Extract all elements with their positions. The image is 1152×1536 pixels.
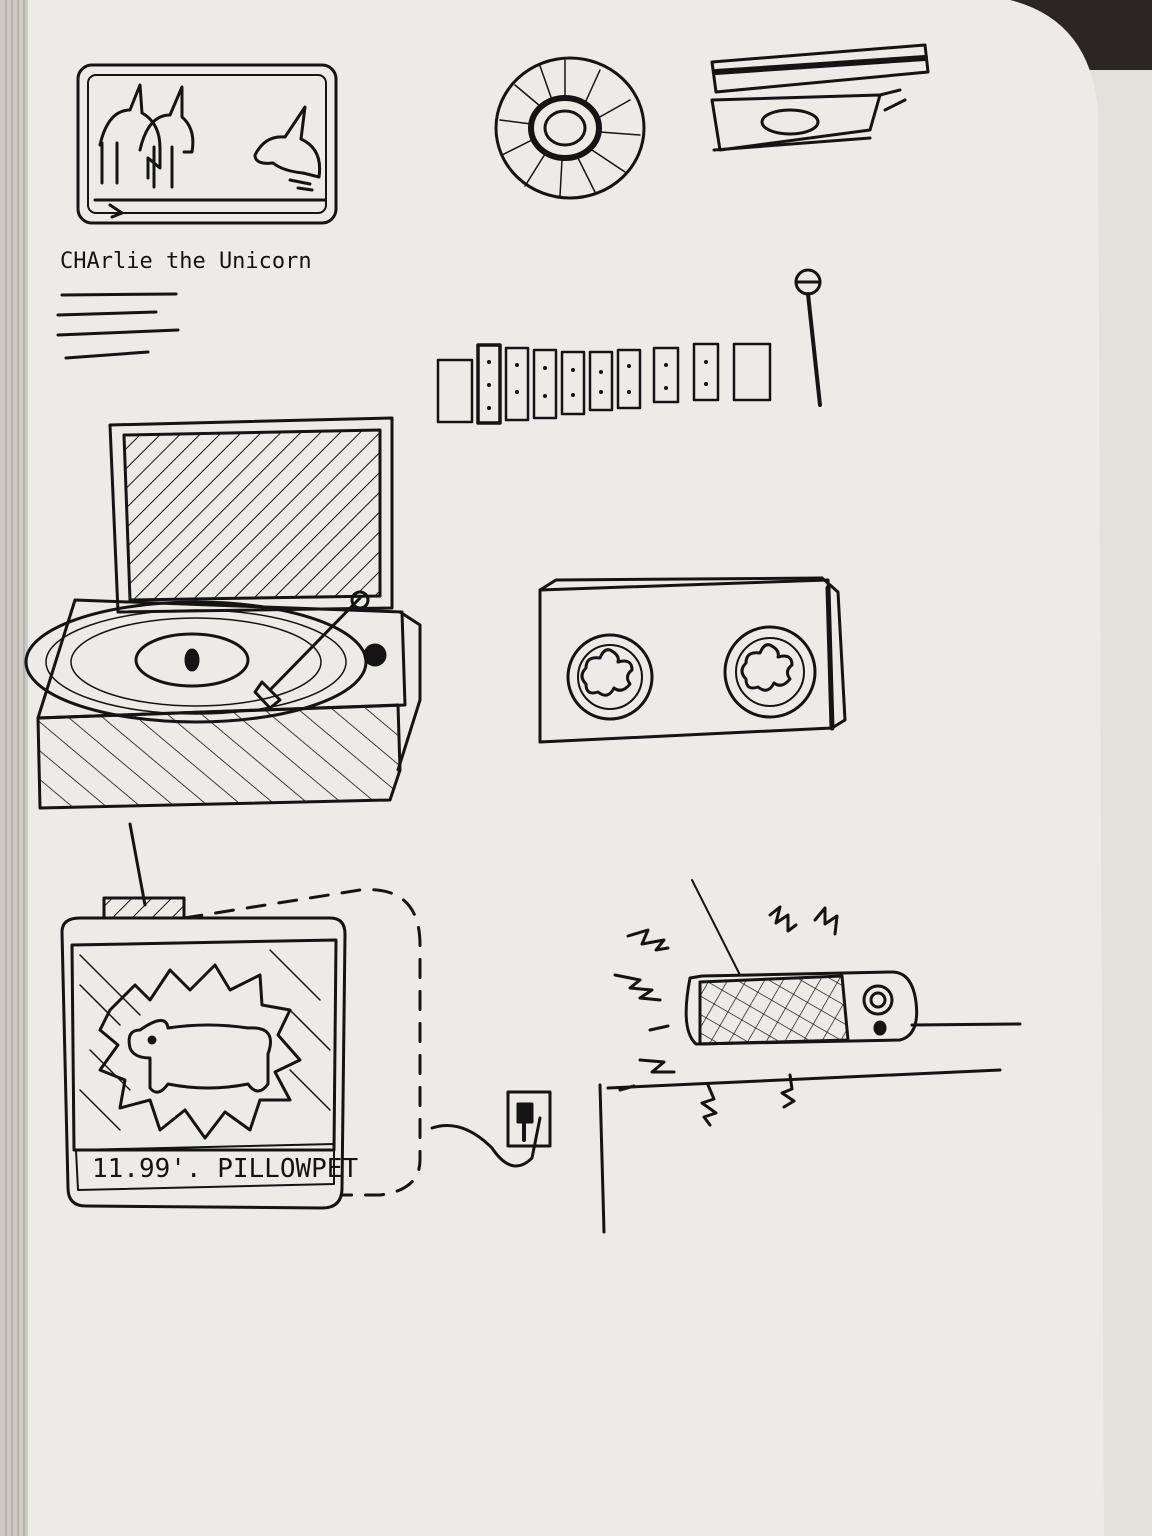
sketch-page bbox=[28, 0, 1104, 1536]
console-doodle bbox=[710, 43, 930, 152]
tv-caption: CHArlie the Unicorn bbox=[60, 249, 312, 274]
pillowpet-screen-text: 11.99'. PILLOWPET bbox=[92, 1154, 358, 1184]
scribble-lines-doodle bbox=[56, 292, 180, 360]
disc-doodle bbox=[494, 56, 646, 200]
cassette-strip-doodle bbox=[436, 342, 772, 425]
space-heater-doodle bbox=[598, 879, 1022, 1234]
page-stack-edge bbox=[0, 0, 30, 1536]
unicorn-tv-doodle bbox=[76, 63, 338, 225]
pillowpet-tv-doodle bbox=[60, 822, 542, 1210]
page-stack-lines bbox=[5, 0, 25, 1536]
wall-outlet-doodle bbox=[506, 1090, 552, 1148]
speaker-doodle bbox=[538, 576, 847, 744]
joystick-doodle bbox=[794, 268, 822, 407]
record-player-doodle bbox=[24, 416, 422, 810]
